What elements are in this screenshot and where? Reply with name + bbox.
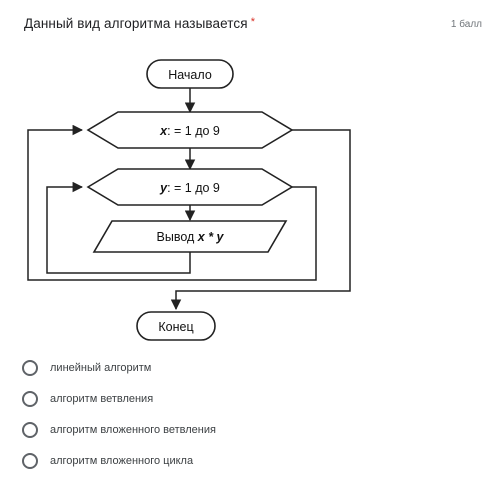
option-nested-loop[interactable]: алгоритм вложенного цикла bbox=[22, 445, 216, 476]
flowchart-image: Начало x: = 1 до 9 y: = 1 до 9 Вывод x *… bbox=[27, 59, 351, 341]
end-terminator bbox=[136, 311, 216, 341]
option-nested-branching[interactable]: алгоритм вложенного ветвления bbox=[22, 414, 216, 445]
option-branching[interactable]: алгоритм ветвления bbox=[22, 383, 216, 414]
outer-loop-range: : = 1 до 9 bbox=[167, 124, 220, 138]
option-linear[interactable]: линейный алгоритм bbox=[22, 352, 216, 383]
inner-loop-exit-line bbox=[292, 186, 317, 271]
question-points: 1 балл bbox=[450, 19, 482, 30]
radio-button[interactable] bbox=[22, 421, 38, 438]
option-label: линейный алгоритм bbox=[50, 361, 152, 374]
outer-loop-label: x: = 1 до 9 bbox=[159, 124, 220, 138]
output-label: Вывод x * y bbox=[157, 230, 225, 244]
radio-button[interactable] bbox=[22, 390, 38, 407]
option-label: алгоритм ветвления bbox=[50, 392, 154, 405]
outer-loop-var: x bbox=[159, 124, 168, 138]
outer-loop-exit-line bbox=[170, 129, 351, 311]
output-prefix: Вывод bbox=[157, 230, 198, 244]
required-mark: * bbox=[250, 16, 256, 28]
option-label: алгоритм вложенного ветвления bbox=[50, 423, 216, 436]
question-text: Данный вид алгоритма называется bbox=[24, 16, 248, 31]
question-title: Данный вид алгоритма называется* bbox=[24, 16, 255, 31]
output-block bbox=[92, 220, 288, 253]
radio-button[interactable] bbox=[22, 452, 38, 469]
inner-loop-var: y bbox=[159, 181, 168, 195]
start-label: Начало bbox=[168, 68, 212, 82]
end-label: Конец bbox=[158, 320, 193, 334]
outer-loop-return-line bbox=[27, 124, 317, 281]
radio-button[interactable] bbox=[22, 359, 38, 376]
inner-loop-return-line bbox=[46, 181, 191, 274]
inner-loop-label: y: = 1 до 9 bbox=[159, 181, 220, 195]
option-label: алгоритм вложенного цикла bbox=[50, 454, 194, 467]
answer-options: линейный алгоритм алгоритм ветвления алг… bbox=[22, 352, 216, 476]
inner-loop-range: : = 1 до 9 bbox=[167, 181, 220, 195]
output-expr: x * y bbox=[197, 230, 225, 244]
question-header: Данный вид алгоритма называется* 1 балл bbox=[24, 16, 482, 31]
